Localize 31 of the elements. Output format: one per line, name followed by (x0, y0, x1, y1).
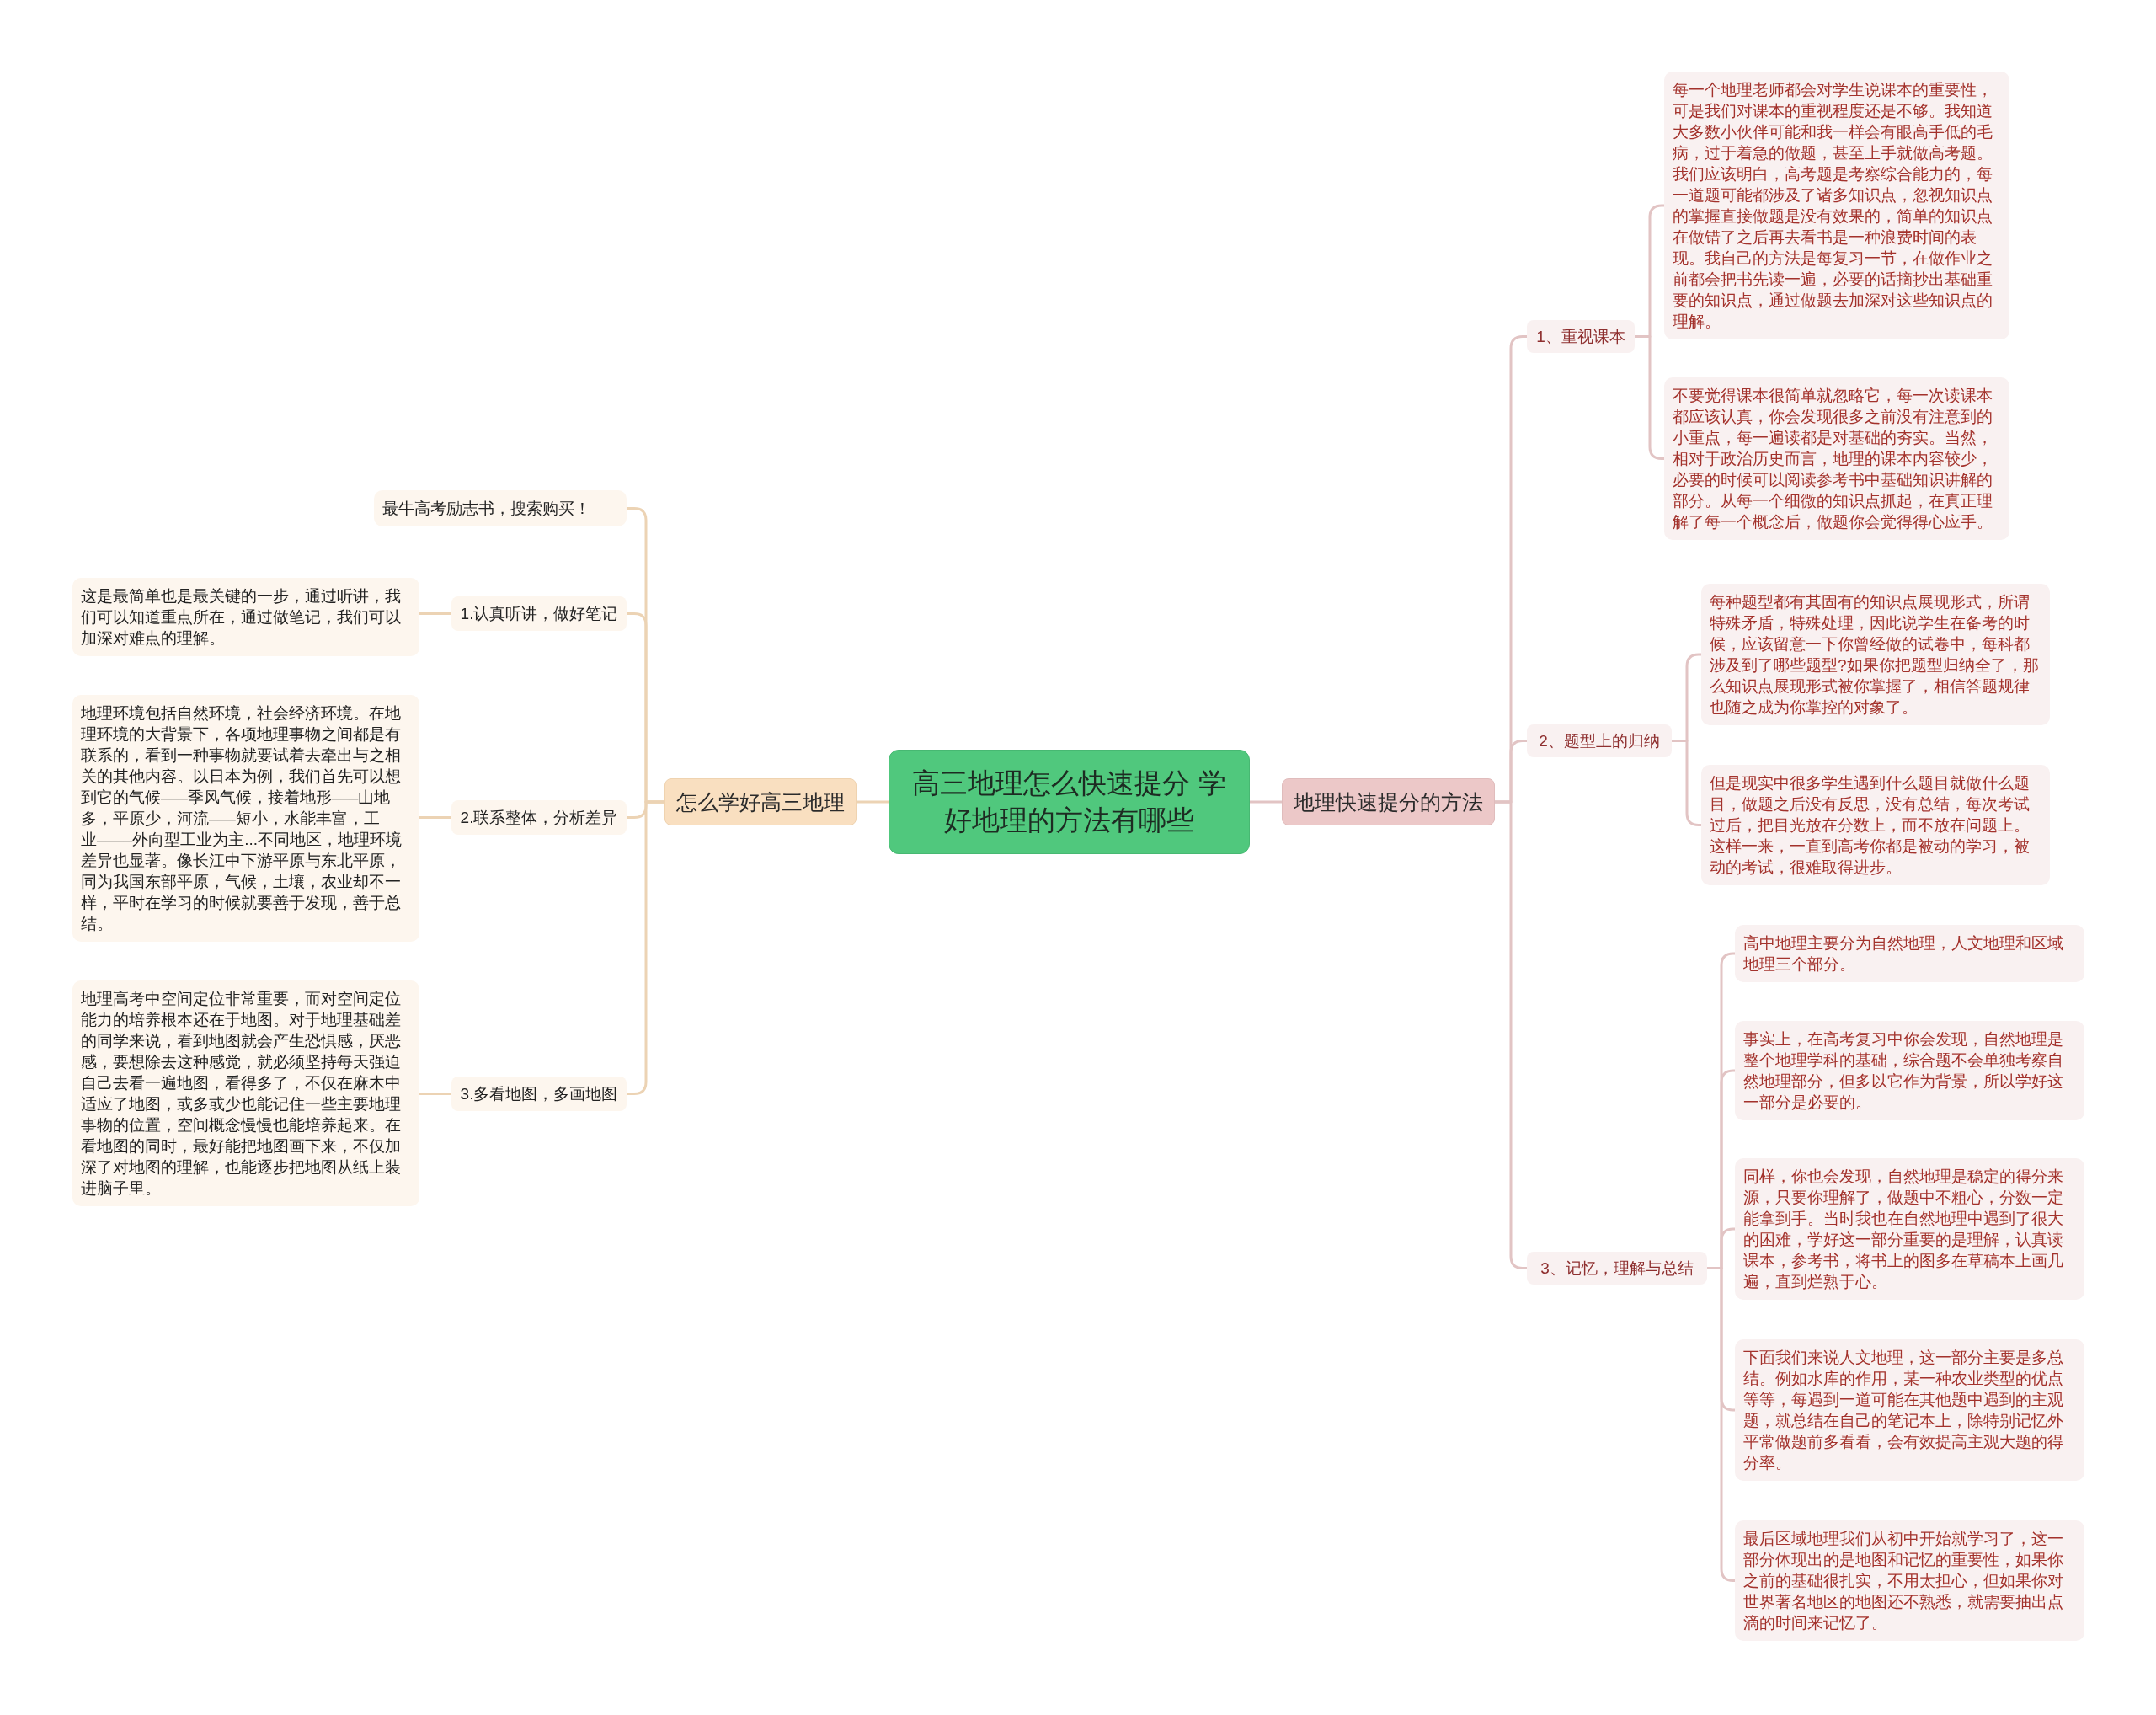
central-topic: 高三地理怎么快速提分 学好地理的方法有哪些 (889, 750, 1250, 854)
note-card: 每种题型都有其固有的知识点展现形式，所谓特殊矛盾，特殊处理，因此说学生在备考的时候，应该留意一下你曾经做的试卷中，每科都涉及到了哪些题型?如果你把题型归纳全了，那么知识点展现形式被你掌握了，相信答题规律也随之成为你掌控的对象了。 (1701, 584, 2050, 725)
connector-line (419, 1093, 451, 1095)
note-card: 地理高考中空间定位非常重要，而对空间定位能力的培养根本还在于地图。对于地理基础差的同学来说，看到地图就会产生恐惧感，厌恶感，要想除去这种感觉，就必须坚持每天强迫自己去看一遍地图，看得多了，不仅在麻木中适应了地图，或多或少也能记住一些主要地理事物的位置，空间概念慢慢也能培养起来。在看地图的同时，最好能把地图画下来，不仅加深了对地图的理解，也能逐步把地图从纸上装进脑子里。 (72, 980, 419, 1206)
note-card: 下面我们来说人文地理，这一部分主要是多总结。例如水库的作用，某一种农业类型的优点等等，每遇到一道可能在其他题中遇到的主观题，就总结在自己的笔记本上，除特别记忆外平常做题前多看看，会有效提高主观大题的得分率。 (1735, 1339, 2084, 1481)
note-card: 不要觉得课本很简单就忽略它，每一次读课本都应该认真，你会发现很多之前没有注意到的小重点，每一遍读都是对基础的夯实。当然，相对于政治历史而言，地理的课本内容较少，必要的时候可以阅读参考书中基础知识讲解的部分。从每一个细微的知识点抓起，在真正理解了每一个概念后，做题你会觉得得心应手。 (1664, 377, 2009, 540)
subtopic: 1.认真听讲，做好笔记 (451, 596, 627, 631)
note-card: 但是现实中很多学生遇到什么题目就做什么题目，做题之后没有反思，没有总结，每次考试过后，把目光放在分数上，而不放在问题上。这样一来，一直到高考你都是被动的学习，被动的考试，很难取得进步。 (1701, 765, 2050, 885)
connector-line (419, 816, 451, 819)
connector-line (1250, 800, 1282, 804)
note-card: 同样，你也会发现，自然地理是稳定的得分来源，只要你理解了，做题中不粗心，分数一定能拿到手。当时我也在自然地理中遇到了很大的困难，学好这一部分重要的是理解，认真读课本，参考书，将书上的图多在草稿本上画几遍，直到烂熟于心。 (1735, 1158, 2084, 1300)
connector-line (1635, 335, 1664, 460)
connector-line (857, 800, 889, 804)
note-card: 最后区域地理我们从初中开始就学习了，这一部分体现出的是地图和记忆的重要性，如果你之前的基础很扎实，不用太担心，但如果你对世界著名地区的地图还不熟悉，就需要抽出点滴的时间来记忆了。 (1735, 1520, 2084, 1641)
branch-topic: 地理快速提分的方法 (1282, 778, 1495, 825)
connector-line (419, 612, 451, 615)
branch-topic: 怎么学好高三地理 (664, 778, 857, 825)
connector-line (1707, 1267, 1736, 1582)
subtopic: 2.联系整体，分析差异 (451, 800, 627, 835)
note-card: 每一个地理老师都会对学生说课本的重要性，可是我们对课本的重视程度还是不够。我知道大多数小伙伴可能和我一样会有眼高手低的毛病，过于着急的做题，甚至上手就做高考题。我们应该明白，高考题是考察综合能力的，每一道题可能都涉及了诸多知识点，忽视知识点的掌握直接做题是没有效果的，简单的知识点在做错了之后再去看书是一种浪费时间的表现。我自己的方法是每复习一节，在做作业之前都会把书先读一遍，必要的话摘抄出基础重要的知识点，通过做题去加深对这些知识点的理解。 (1664, 72, 2009, 339)
note-card: 事实上，在高考复习中你会发现，自然地理是整个地理学科的基础，综合题不会单独考察自然地理部分，但多以它作为背景，所以学好这一部分是必要的。 (1735, 1021, 2084, 1120)
subtopic: 3.多看地图，多画地图 (451, 1077, 627, 1111)
subtopic: 3、记忆，理解与总结 (1527, 1252, 1707, 1285)
note-card: 这是最简单也是最关键的一步，通过听讲，我们可以知道重点所在，通过做笔记，我们可以加深对难点的理解。 (72, 578, 419, 656)
connector-line (627, 800, 664, 1095)
connector-line (1672, 740, 1701, 826)
subtopic: 2、题型上的归纳 (1527, 724, 1672, 757)
note-card: 地理环境包括自然环境，社会经济环境。在地理环境的大背景下，各项地理事物之间都是有联系的，看到一种事物就要试着去牵出与之相关的其他内容。以日本为例，我们首先可以想到它的气候–––季风气候，接着地形–––山地多，平原少，河流–––短小，水能丰富，工业––––外向型工业为主...不同地区，地理环境差异也显著。像长江中下游平原与东北平原，同为我国东部平原，气候，土壤，农业却不一样，平时在学习的时候就要善于发现，善于总结。 (72, 695, 419, 942)
note-card: 最牛高考励志书，搜索购买！ (374, 490, 627, 526)
note-card: 高中地理主要分为自然地理，人文地理和区域地理三个部分。 (1735, 925, 2084, 982)
subtopic: 1、重视课本 (1527, 320, 1635, 353)
